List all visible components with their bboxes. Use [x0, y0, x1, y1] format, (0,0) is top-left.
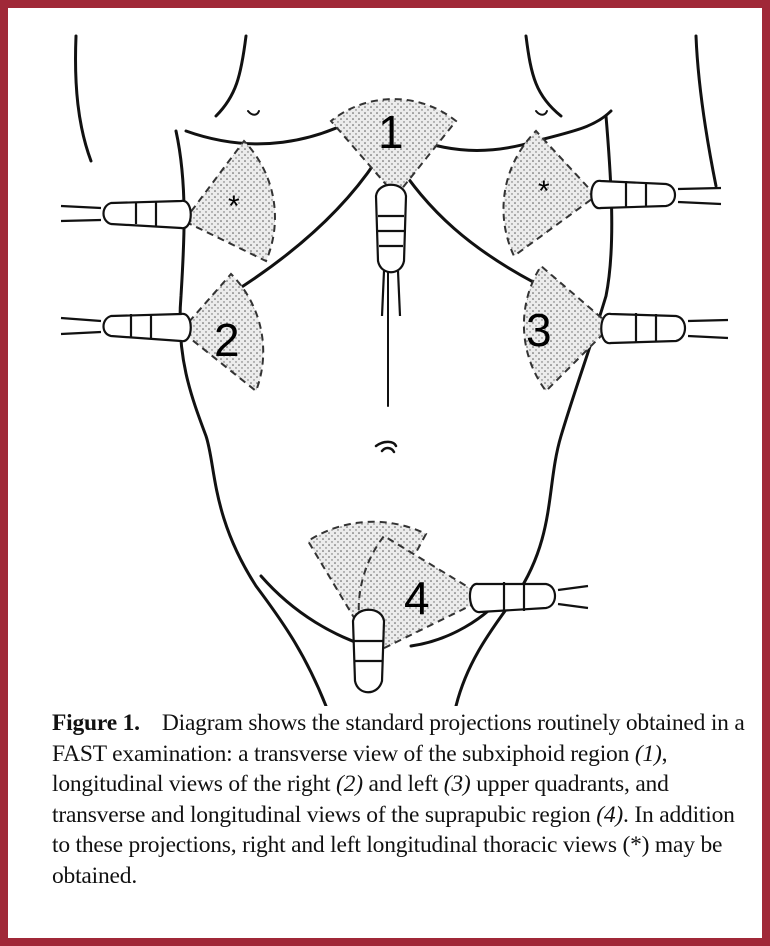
navel: [376, 442, 396, 452]
probe-suprapubic-trans: [353, 610, 384, 693]
left-arm-edge: [76, 36, 91, 161]
nipple-right: [536, 111, 547, 115]
caption-ref-4: (4): [596, 802, 623, 828]
right-arm-edge: [696, 36, 716, 186]
caption-text-3: and left: [363, 771, 444, 797]
fast-diagram: 1 2 3 4 * *: [16, 16, 770, 706]
neck-right: [526, 36, 561, 116]
probe-luq: [601, 313, 728, 343]
figure-caption: Figure 1.Diagram shows the standard proj…: [52, 708, 752, 891]
caption-label: Figure 1.: [52, 710, 140, 736]
caption-ref-1: (1): [635, 741, 662, 767]
nipple-left: [248, 111, 259, 115]
probe-thoracic-right: [61, 201, 191, 228]
neck-left: [216, 36, 246, 116]
caption-ref-2: (2): [336, 771, 363, 797]
label-ruq: 2: [214, 314, 240, 366]
label-thoracic-left: *: [538, 175, 550, 208]
probe-ruq: [61, 314, 191, 341]
probe-subxiphoid: [376, 185, 406, 316]
probe-suprapubic-long: [470, 582, 588, 612]
label-luq: 3: [526, 304, 552, 356]
sector-thoracic-left: [503, 131, 596, 256]
caption-ref-3: (3): [444, 771, 471, 797]
label-subxiphoid: 1: [378, 106, 404, 158]
probe-thoracic-left: [591, 181, 721, 208]
label-suprapubic: 4: [404, 572, 430, 624]
label-thoracic-right: *: [228, 190, 240, 223]
